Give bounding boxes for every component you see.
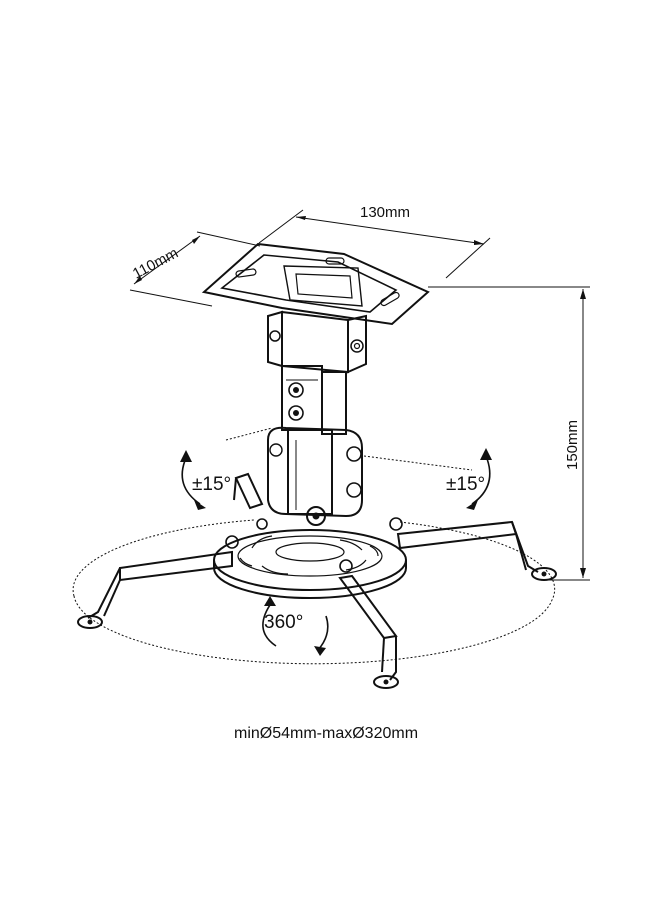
upper-bracket (267, 310, 367, 374)
tilt-left-label: ±15° (192, 474, 231, 495)
telescopic-pole (281, 365, 347, 435)
height-label: 150mm (564, 420, 581, 470)
tilt-right-label: ±15° (446, 474, 485, 495)
width-label: 130mm (360, 204, 410, 221)
rotation-annotation: 360° (262, 596, 329, 656)
height-dimension: 150mm (428, 286, 590, 581)
rotate-arrow-icon (262, 601, 277, 647)
depth-dimension: 110mm (130, 231, 261, 307)
rotate-arrow-icon (181, 457, 201, 505)
rotate-arrow-icon (471, 455, 491, 505)
tilt-right-annotation: ±15° (446, 448, 492, 510)
tilt-left-annotation: ±15° (180, 450, 231, 510)
depth-label: 110mm (130, 245, 181, 283)
tilt-joint (267, 426, 363, 526)
caption: minØ54mm-maxØ320mm (234, 725, 418, 742)
rotation-label: 360° (264, 612, 303, 633)
hub-plate (213, 517, 407, 599)
range-ellipse (72, 519, 556, 665)
width-dimension: 130mm (258, 204, 491, 279)
ceiling-plate (201, 242, 430, 326)
